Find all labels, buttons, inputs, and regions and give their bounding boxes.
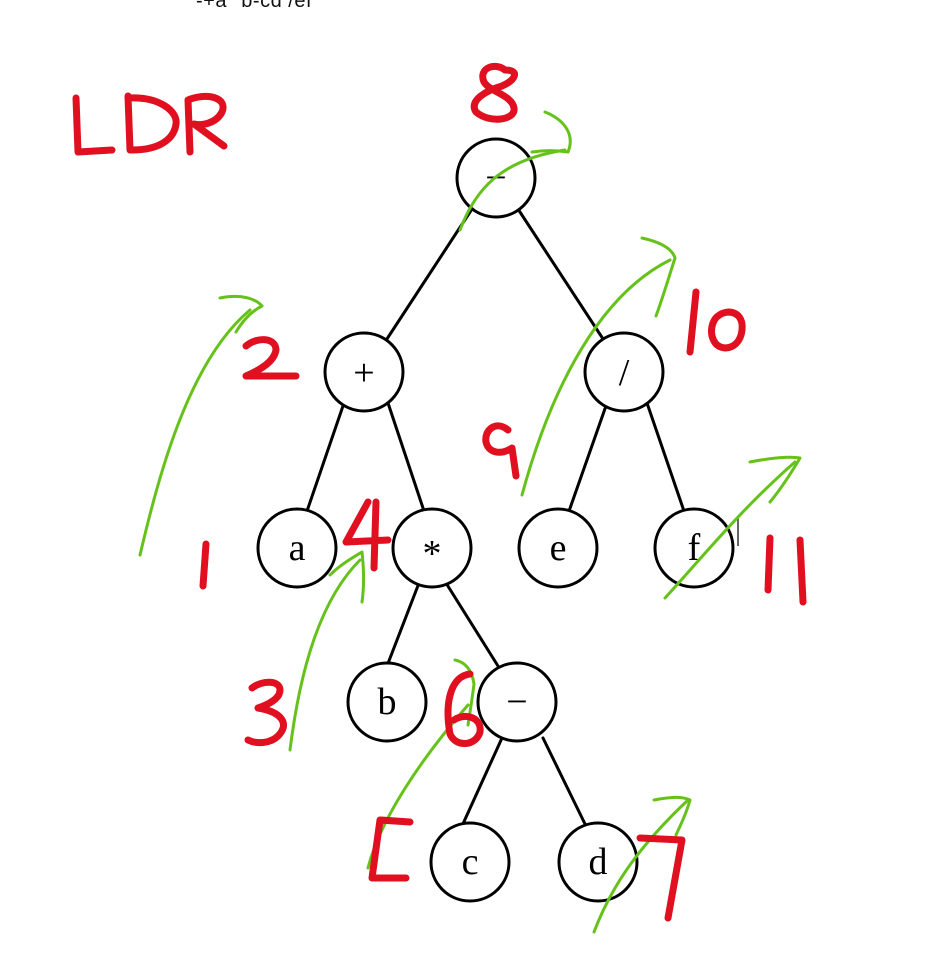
order-8-mark (470, 63, 518, 123)
order-7-mark (636, 834, 686, 922)
order-3-mark (244, 678, 287, 747)
node-plus-label: + (353, 352, 374, 394)
node-d: d (557, 821, 639, 903)
arrow-divide-head (640, 236, 677, 318)
order-9-mark (482, 422, 520, 480)
order-11-mark (764, 534, 807, 606)
node-d-label: d (589, 841, 608, 883)
node-times-label: * (423, 533, 442, 575)
node-c-label: c (462, 841, 479, 883)
edge-plus-a (304, 401, 346, 516)
node-b: b (346, 661, 428, 743)
arrow-f (663, 460, 797, 600)
edge-times-innerminus (444, 581, 500, 668)
arrow-times-head (328, 550, 365, 604)
node-f-label: f (688, 527, 701, 569)
edge-root-divide (516, 207, 609, 347)
node-plus: + (323, 331, 405, 413)
order-6-mark (444, 670, 484, 747)
node-divide: / (583, 331, 665, 413)
arrow-root (458, 148, 567, 232)
node-f: f (653, 507, 735, 589)
arrow-f-head (748, 455, 802, 504)
order-2-mark (242, 336, 300, 380)
edge-divide-e (566, 401, 609, 516)
edge-innerminus-c (460, 736, 504, 828)
ldr-annotation (72, 92, 228, 156)
arrow-times (288, 558, 362, 752)
node-c: c (429, 821, 511, 903)
order-10-mark-0 (708, 308, 746, 352)
edge-times-b (385, 581, 421, 668)
arrow-divide (520, 258, 672, 497)
order-annotations (72, 63, 807, 922)
node-a-label: a (289, 527, 306, 569)
order-1-mark (199, 540, 210, 590)
order-4-mark (342, 498, 392, 572)
node-divide-label: / (619, 352, 630, 394)
arrow-root-head (530, 110, 572, 154)
node-e: e (517, 507, 599, 589)
tree-edges (304, 207, 687, 828)
arrow-plus-head (218, 294, 264, 334)
edge-innerminus-d (541, 736, 588, 828)
edge-plus-times (386, 401, 427, 516)
order-10-mark (686, 288, 700, 356)
arrow-plus (138, 308, 252, 557)
arrow-d (592, 798, 690, 934)
edge-root-plus (381, 207, 474, 347)
edge-divide-f (645, 401, 687, 516)
node-times: * (391, 507, 473, 589)
node-e-label: e (550, 527, 567, 569)
node-b-label: b (378, 681, 397, 723)
node-a: a (256, 507, 338, 589)
order-5-mark (368, 816, 414, 882)
expression-text: -+a *b-cd /ef (196, 0, 313, 12)
node-inner-minus-label: − (506, 681, 527, 723)
node-inner-minus: − (476, 661, 558, 743)
arrow-d-head (652, 795, 692, 837)
